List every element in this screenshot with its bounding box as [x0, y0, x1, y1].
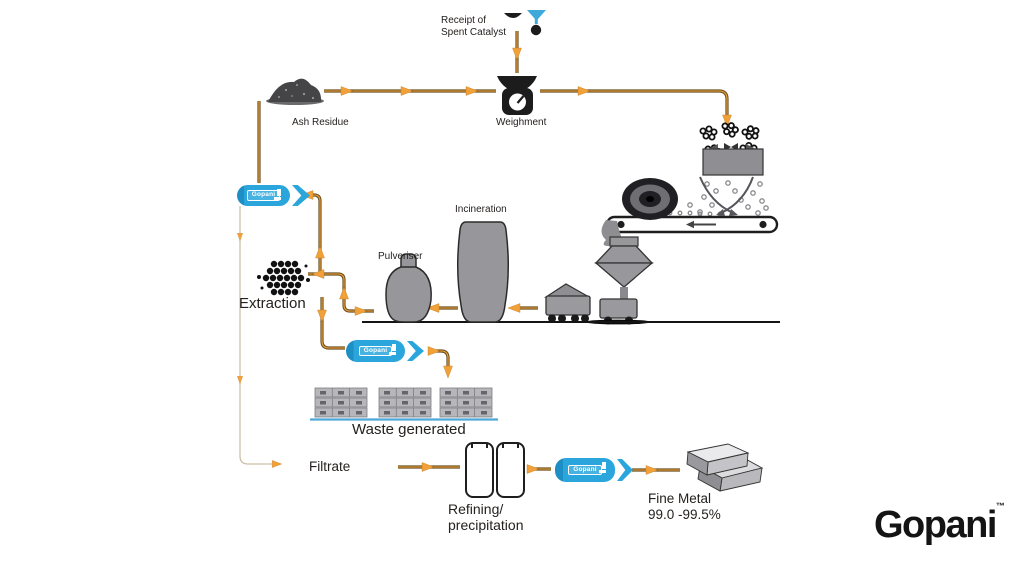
label-fine-metal: Fine Metal 99.0 -99.5%: [648, 491, 721, 522]
label-incineration: Incineration: [455, 204, 507, 215]
label-extraction: Extraction: [239, 295, 306, 312]
gopani-capsule-3-label: Gopani: [568, 464, 602, 476]
trademark-symbol: ™: [995, 501, 1005, 511]
extraction-cluster-icon: [257, 260, 310, 296]
label-waste-generated: Waste generated: [352, 421, 466, 438]
weighment-scale-icon: [497, 76, 537, 115]
label-filtrate: Filtrate: [309, 459, 351, 474]
label-refining-line2: precipitation: [448, 517, 524, 534]
hopper-icon: [594, 236, 654, 300]
refining-cylinders-icon: [465, 442, 525, 498]
capsule-1-notch: [274, 189, 281, 200]
label-receipt: Receipt of Spent Catalyst: [441, 15, 506, 39]
gopani-capsule-2-label: Gopani: [358, 345, 393, 357]
incineration-vessel-icon: [456, 221, 510, 323]
gopani-logo-text: Gopani: [874, 504, 997, 546]
capsule-3-notch: [599, 462, 606, 473]
label-pulveriser: Pulveriser: [378, 251, 423, 262]
label-receipt-line1: Receipt of: [441, 15, 487, 26]
label-refining-line1: Refining/: [448, 501, 504, 517]
gopani-filter-capsule-1: Gopani: [237, 185, 290, 206]
gopani-filter-capsule-3: Gopani: [555, 458, 615, 482]
metal-ingots-icon: [686, 443, 764, 492]
gopani-filter-capsule-2: Gopani: [346, 340, 405, 362]
label-ash-residue: Ash Residue: [292, 117, 349, 128]
label-refining: Refining/ precipitation: [448, 501, 524, 533]
label-receipt-line2: Spent Catalyst: [441, 27, 507, 38]
pulveriser-vessel-icon: [385, 253, 432, 323]
waste-stacks-icon: [310, 387, 498, 421]
catalyst-dish-icon: [504, 13, 522, 18]
funnel-icon: [527, 10, 546, 36]
label-weighment: Weighment: [496, 117, 547, 128]
label-fine-metal-line2: 99.0 -99.5%: [648, 506, 721, 522]
crusher-icon: [702, 143, 764, 176]
ash-pile-icon: [266, 78, 324, 105]
capsule-2-notch: [389, 344, 396, 355]
conveyor-belt-icon: [605, 215, 779, 234]
cart-icons: [543, 283, 651, 325]
gopani-brand-logo: Gopani™: [874, 501, 1005, 546]
pulley-wheel-icon: [622, 178, 678, 220]
label-fine-metal-line1: Fine Metal: [648, 491, 712, 506]
splitter-arrows-icon: [699, 176, 754, 216]
